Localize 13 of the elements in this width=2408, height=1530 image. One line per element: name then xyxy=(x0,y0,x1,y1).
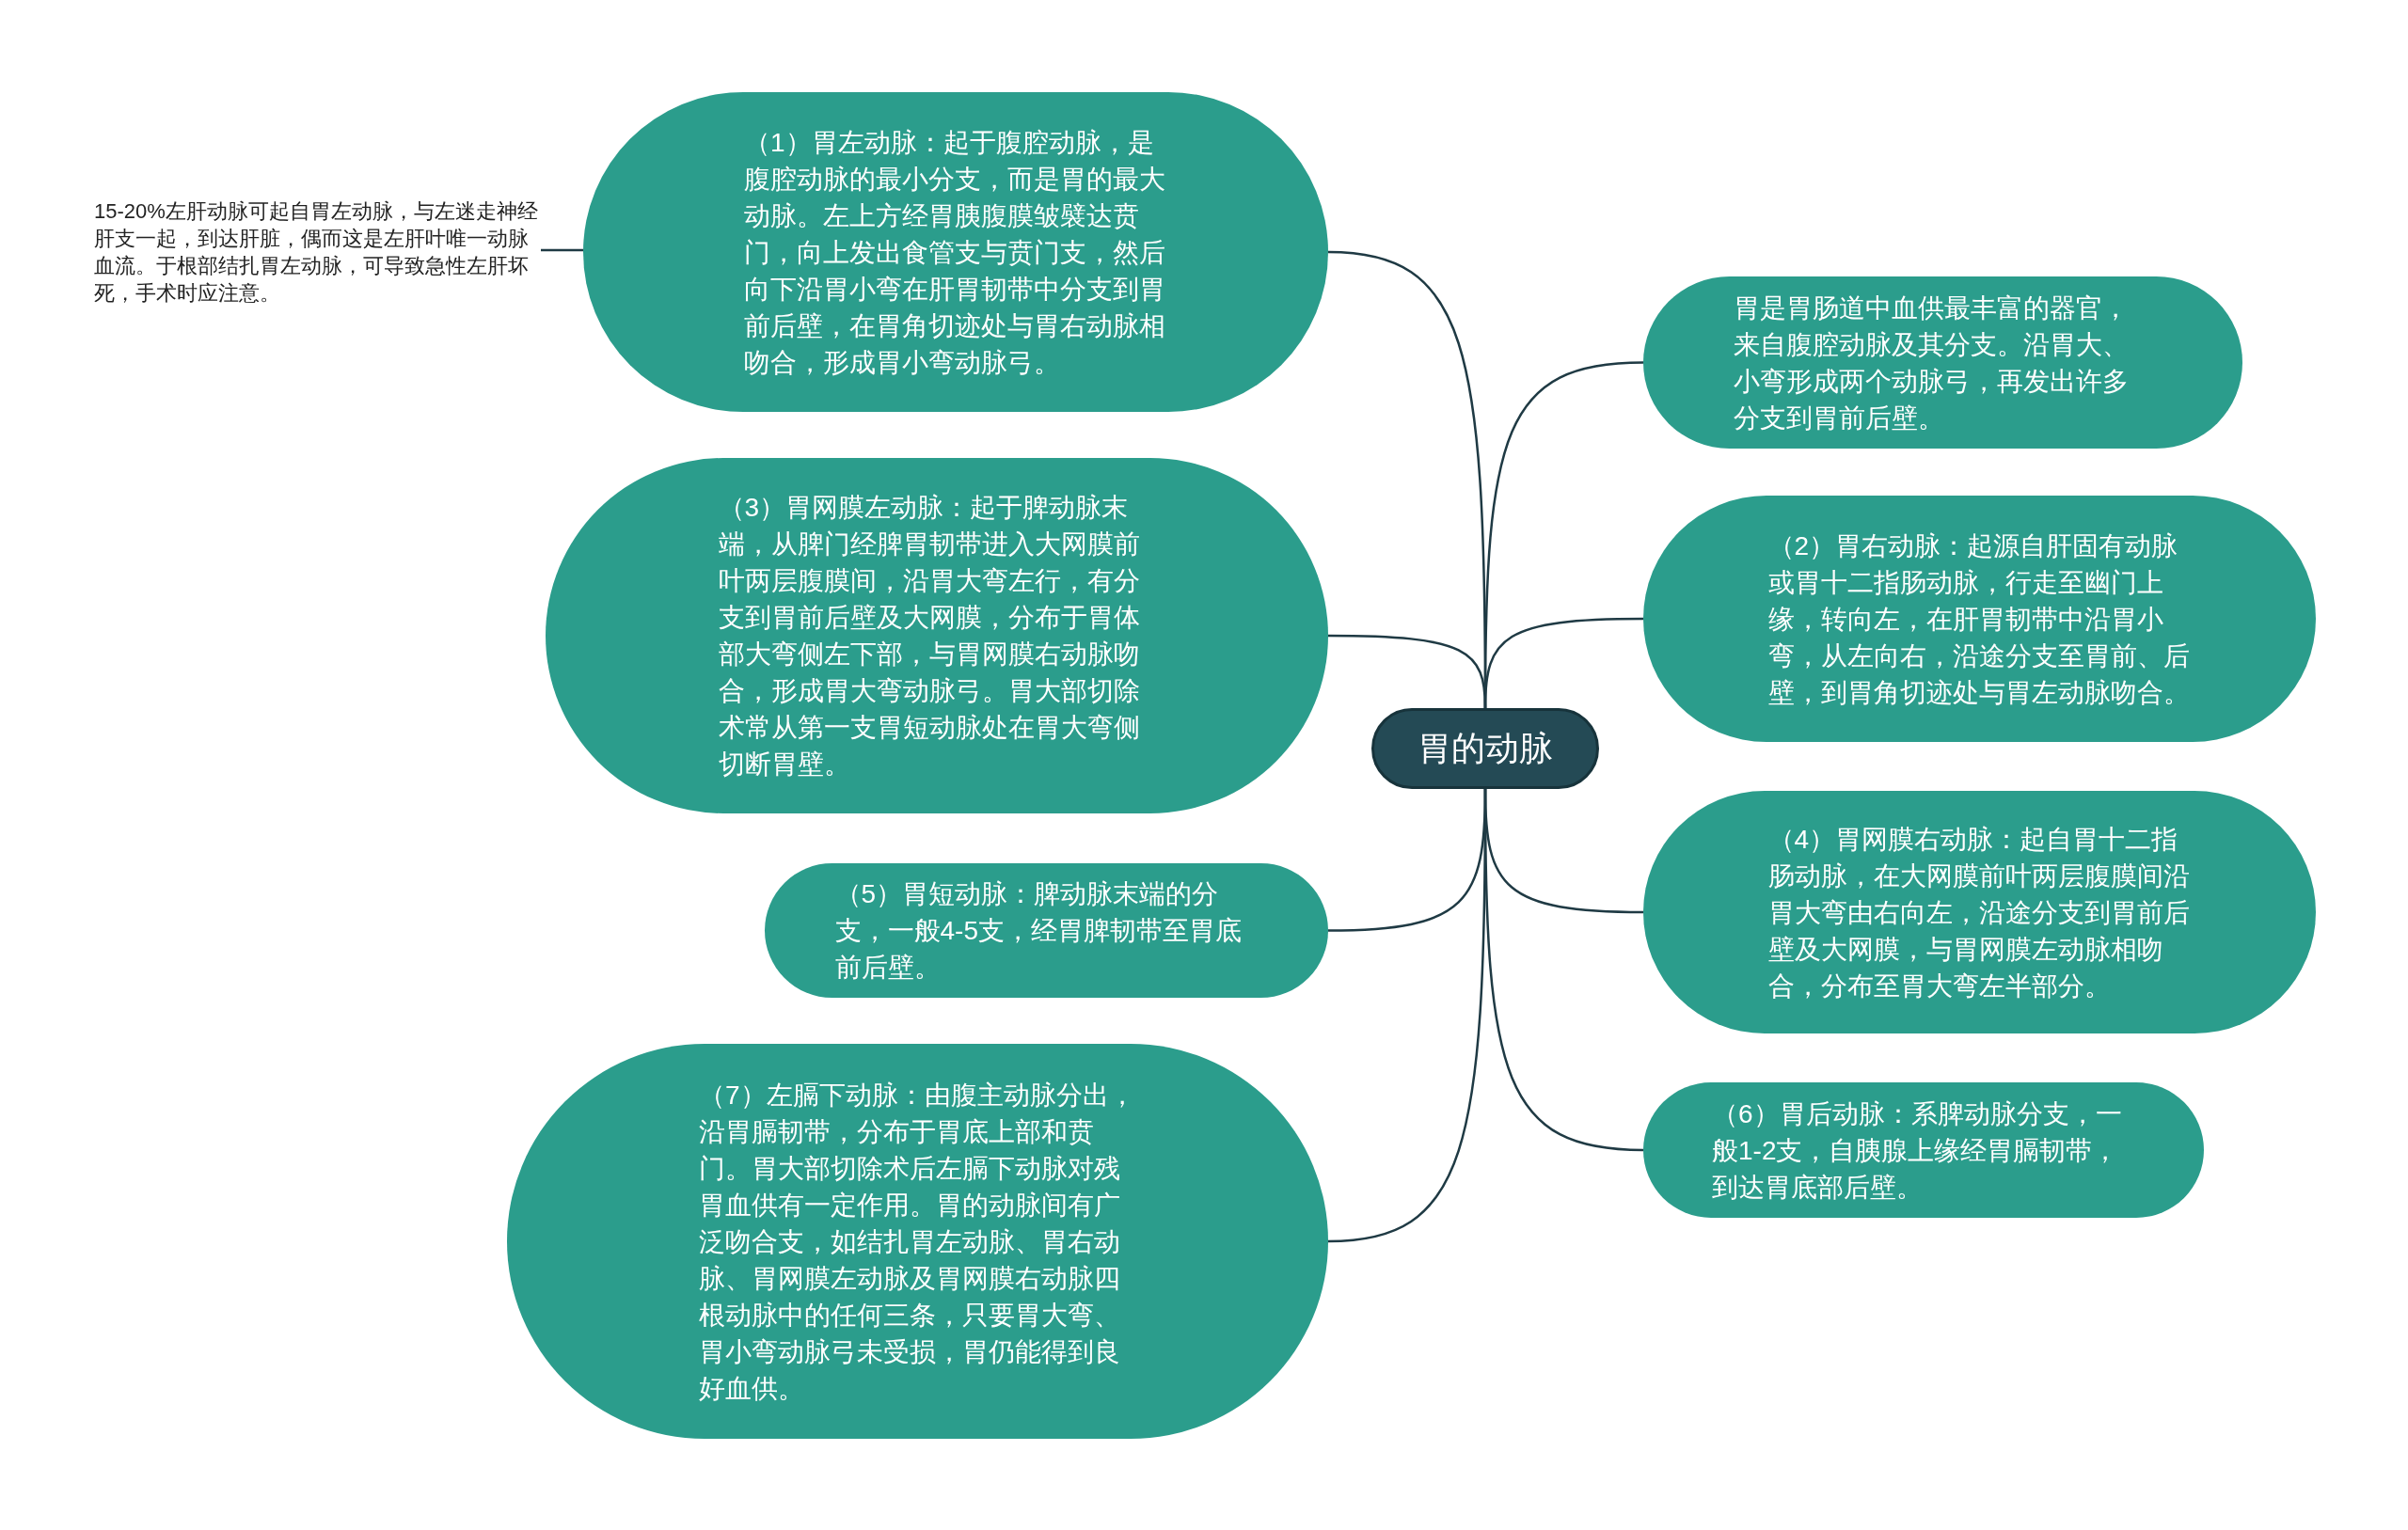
topic-box: （5）胃短动脉：脾动脉末端的分支，一般4-5支，经胃脾韧带至胃底前后壁。 xyxy=(765,863,1328,998)
topic-box: （6）胃后动脉：系脾动脉分支，一般1-2支，自胰腺上缘经胃膈韧带，到达胃底部后壁。 xyxy=(1643,1082,2204,1218)
topic-box: （7）左膈下动脉：由腹主动脉分出，沿胃膈韧带，分布于胃底上部和贲门。胃大部切除术后左膈下动脉对残胃血供有一定作用。胃的动脉间有广泛吻合支，如结扎胃左动脉、胃右动脉、胃网膜左动脉及胃网膜右动脉四根动脉中的任何三条，只要胃大弯、胃小弯动脉弓未受损，胃仍能得到良好血供。 xyxy=(507,1044,1328,1439)
topic-box: 胃的动脉 xyxy=(1371,708,1599,789)
note-text: 15-20%左肝动脉可起自胃左动脉，与左迷走神经肝支一起，到达肝脏，偶而这是左肝叶唯一动脉血流。于根部结扎胃左动脉，可导致急性左肝坏死，手术时应注意。 xyxy=(94,193,544,310)
topic-box: （3）胃网膜左动脉：起于脾动脉末端，从脾门经脾胃韧带进入大网膜前叶两层腹膜间，沿胃大弯左行，有分支到胃前后壁及大网膜，分布于胃体部大弯侧左下部，与胃网膜右动脉吻合，形成胃大弯动脉弓。胃大部切除术常从第一支胃短动脉处在胃大弯侧切断胃壁。 xyxy=(546,458,1328,813)
connector-line xyxy=(541,248,583,252)
connector-line xyxy=(1483,617,1643,709)
connector-line xyxy=(1483,789,1644,1152)
topic-box: 胃是胃肠道中血供最丰富的器官，来自腹腔动脉及其分支。沿胃大、小弯形成两个动脉弓，再发出许多分支到胃前后壁。 xyxy=(1643,276,2242,449)
topic-box: （1）胃左动脉：起于腹腔动脉，是腹腔动脉的最小分支，而是胃的最大动脉。左上方经胃胰腹膜皱襞达贲门，向上发出食管支与贲门支，然后向下沿胃小弯在肝胃韧带中分支到胃前后壁，在胃角切迹处与胃右动脉相吻合，形成胃小弯动脉弓。 xyxy=(583,92,1328,412)
topic-box: （4）胃网膜右动脉：起自胃十二指肠动脉，在大网膜前叶两层腹膜间沿胃大弯由右向左，沿途分支到胃前后壁及大网膜，与胃网膜左动脉相吻合，分布至胃大弯左半部分。 xyxy=(1643,791,2316,1033)
topic-box: （2）胃右动脉：起源自肝固有动脉或胃十二指肠动脉，行走至幽门上缘，转向左，在肝胃韧带中沿胃小弯，从左向右，沿途分支至胃前、后壁，到胃角切迹处与胃左动脉吻合。 xyxy=(1643,496,2316,742)
